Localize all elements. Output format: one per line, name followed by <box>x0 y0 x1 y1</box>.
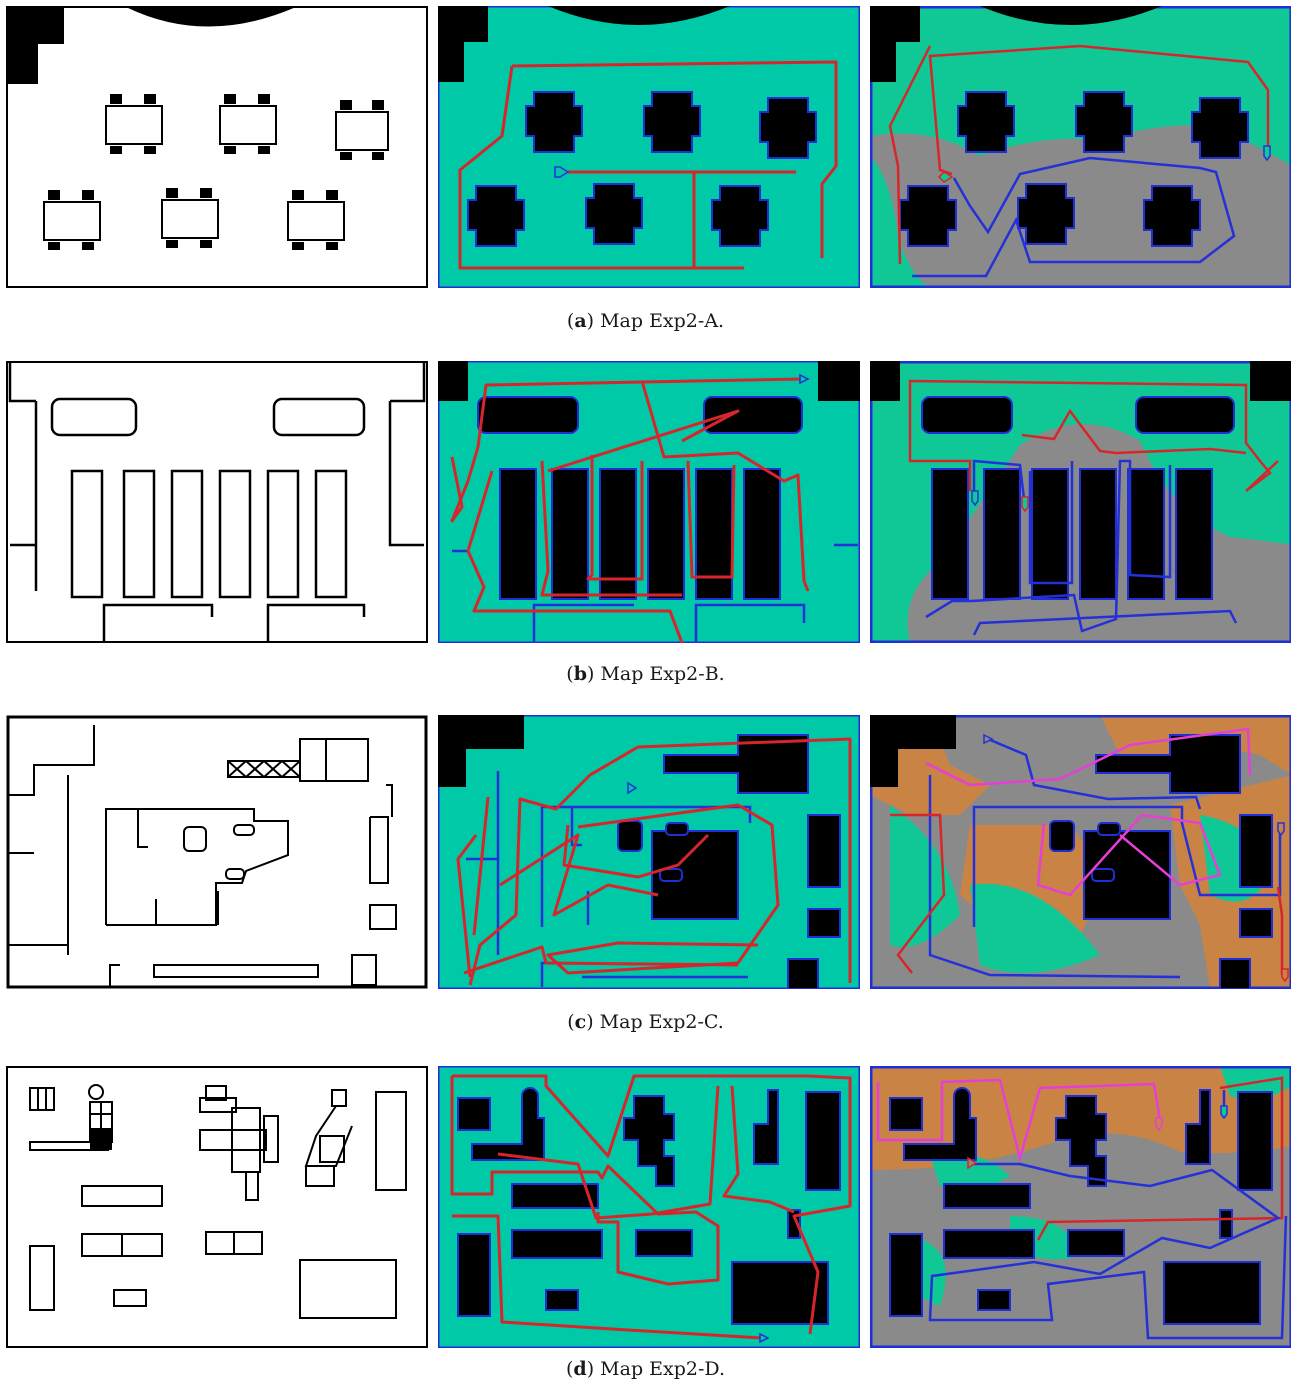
exp2-b-layout-map <box>6 361 428 643</box>
exp2-d-layout-map-image <box>6 1066 428 1348</box>
caption-row-b: (b) Map Exp2-B. <box>566 663 725 685</box>
exp2-c-multi-robot-partition-map <box>870 715 1291 989</box>
exp2-c-layout-map <box>6 715 428 989</box>
exp2-b-multi-robot-partition-map <box>870 361 1291 643</box>
exp2-c-single-robot-path-map <box>438 715 860 989</box>
caption-row-a: (a) Map Exp2-A. <box>566 310 725 332</box>
exp2-b-single-robot-path-map <box>438 361 860 643</box>
exp2-a-multi-robot-partition-map <box>870 6 1291 288</box>
exp2-d-single-robot-path-map <box>438 1066 860 1348</box>
caption-row-c: (c) Map Exp2-C. <box>567 1011 724 1033</box>
exp2-a-layout-map <box>6 6 428 288</box>
exp2-d-multi-robot-partition-map <box>870 1066 1291 1348</box>
exp2-a-single-robot-path-map <box>438 6 860 288</box>
caption-row-d: (d) Map Exp2-D. <box>565 1358 725 1380</box>
